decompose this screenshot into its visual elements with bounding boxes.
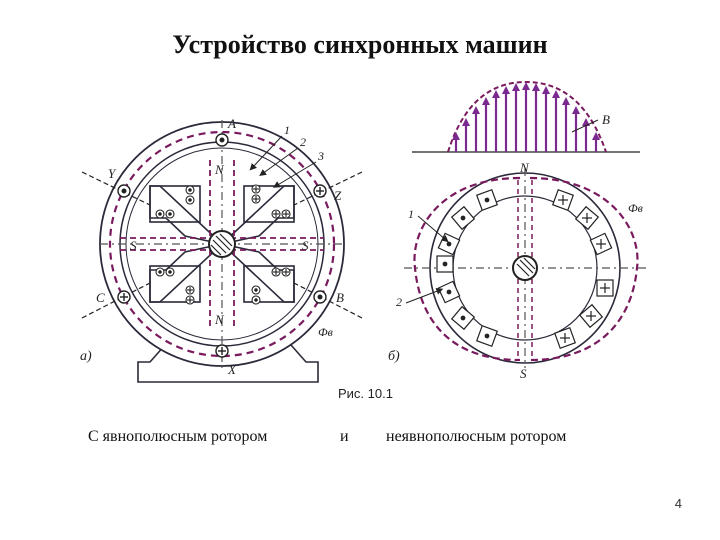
stator-conductors	[117, 133, 327, 358]
label-a: A	[227, 116, 236, 131]
rotor-poles	[149, 185, 295, 303]
label-1: 1	[284, 123, 290, 137]
panel-label-b: б)	[388, 349, 400, 364]
label-z: Z	[334, 188, 342, 203]
label-c: C	[96, 290, 105, 305]
label-n-bottom: N	[214, 312, 225, 327]
flux-loop-left	[413, 176, 521, 362]
label-b-induction: B	[602, 112, 610, 127]
label-3: 3	[317, 149, 324, 163]
label-n-b: N	[519, 160, 530, 175]
rotor-shaft-b	[512, 255, 538, 281]
diagram-non-salient-pole: B N S 1 2 Фв б)	[388, 80, 646, 381]
label-2-b: 2	[396, 295, 402, 309]
label-n-top: N	[214, 162, 225, 177]
caption-left: С явнополюсным ротором	[88, 428, 268, 445]
figure-caption: Рис. 10.1	[338, 386, 393, 401]
label-1-b: 1	[408, 207, 414, 221]
label-y: Y	[108, 166, 117, 181]
label-b: B	[336, 290, 344, 305]
rotor-shaft	[208, 230, 236, 258]
diagram-salient-pole: A X Y Z B C N N S S 1 2 3 Фв а)	[80, 116, 363, 383]
label-s-left: S	[130, 238, 137, 253]
label-s-b: S	[520, 366, 527, 381]
caption-mid: и	[340, 428, 349, 445]
flux-loop-right	[529, 176, 639, 362]
label-x: X	[227, 362, 237, 377]
label-flux-b: Фв	[628, 201, 643, 215]
slide-title: Устройство синхронных машин	[172, 30, 548, 59]
page-number: 4	[674, 496, 682, 511]
panel-label-a: а)	[80, 349, 92, 364]
label-flux: Фв	[318, 325, 333, 339]
label-2: 2	[300, 135, 306, 149]
label-s-right: S	[302, 238, 309, 253]
caption-right: неявнополюсным ротором	[386, 428, 567, 445]
